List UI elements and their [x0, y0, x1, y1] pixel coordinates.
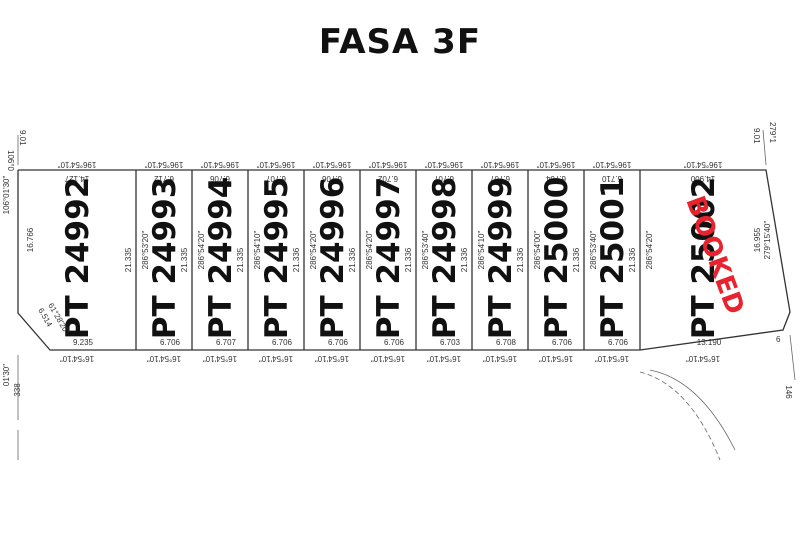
plot-bottom-distance: 6.703: [440, 338, 461, 347]
plot-bottom-distance: 6.706: [328, 338, 349, 347]
plot-top-bearing: 196°54'10": [57, 160, 96, 169]
plot-top-bearing: 196°54'10": [256, 160, 295, 169]
plot-bottom-bearing: 16°54'10": [427, 354, 461, 363]
plot-bottom-bearing: 16°54'10": [147, 354, 181, 363]
plot-bottom-distance: 6.707: [216, 338, 237, 347]
plot-bottom-bearing: 16°54'10": [686, 354, 720, 363]
plot-top-bearing: 196°54'10": [592, 160, 631, 169]
divider-bearing: 286°54'10": [477, 230, 486, 269]
plot-bottom-distance: 13.190: [697, 338, 722, 347]
plot-label: PT 24992: [60, 177, 96, 340]
plot-bottom-bearing: 16°54'10": [315, 354, 349, 363]
divider-length: 21.336: [404, 247, 413, 272]
plot-label: PT 24999: [483, 177, 519, 340]
top-right-label-b: 279°1: [768, 122, 777, 144]
plot-top-distance: 6.707: [265, 174, 286, 183]
divider-length: 21.336: [628, 247, 637, 272]
plot-bottom-bearing: 16°54'10": [60, 354, 94, 363]
plot-top-bearing: 196°54'10": [200, 160, 239, 169]
plot-top-bearing: 196°54'10": [144, 160, 183, 169]
plot-top-bearing: 196°54'10": [683, 160, 722, 169]
plot-label: PT 25000: [539, 177, 575, 340]
right-edge-length: 16.955: [753, 227, 762, 252]
plot-label: PT 24996: [315, 177, 351, 340]
top-left-label-a: 106°0: [6, 150, 15, 172]
divider-bearing: 286°54'20": [365, 230, 374, 269]
divider-bearing: 286°53'40": [589, 230, 598, 269]
plot-top-distance: 6.706: [321, 174, 342, 183]
plot-bottom-distance: 6.706: [160, 338, 181, 347]
plot-top-distance: 6.707: [433, 174, 454, 183]
top-right-label-a: 9.01: [752, 128, 761, 144]
bottom-right-label: 6: [776, 335, 781, 344]
plot-top-distance: 6.712: [153, 174, 174, 183]
plot-dividers: [135, 170, 641, 350]
divider-length: 21.335: [180, 247, 189, 272]
plot-bottom-distance: 6.706: [272, 338, 293, 347]
plot-bottom-bearing: 16°54'10": [595, 354, 629, 363]
plot-labels: PT 24992 PT 24993 PT 24994 PT 24995 PT 24996…: [60, 177, 722, 340]
divider-bearing: 286°54'20": [645, 230, 654, 269]
plot-top-distance: 14.127: [64, 174, 89, 183]
plot-bottom-distance: 6.706: [384, 338, 405, 347]
plot-top-distance: 14.900: [690, 174, 715, 183]
divider-length: 21.336: [460, 247, 469, 272]
divider-length: 21.335: [124, 247, 133, 272]
plot-label: PT 24993: [147, 177, 183, 340]
divider-bearing: 286°53'40": [421, 230, 430, 269]
plot-bottom-distance: 6.708: [496, 338, 517, 347]
plot-top-distance: 6.706: [209, 174, 230, 183]
measurement-labels: 21.335 21.335 21.335 21.336 21.336 21.336 21.3…: [57, 160, 722, 363]
plot-top-bearing: 196°54'10": [480, 160, 519, 169]
plot-label: PT 24994: [203, 177, 239, 340]
plot-label: PT 24997: [371, 177, 407, 340]
plot-top-bearing: 196°54'10": [424, 160, 463, 169]
plot-label: PT 25002: [686, 177, 722, 340]
bottom-left-label-b: 338: [13, 383, 22, 397]
plot-bottom-bearing: 16°54'10": [259, 354, 293, 363]
left-edge-length: 16.766: [26, 227, 35, 252]
plot-bottom-bearing: 16°54'10": [203, 354, 237, 363]
right-edge-bearing: 279°15'40": [763, 220, 772, 259]
left-edge-bearing: 106°01'30": [2, 175, 11, 214]
plot-top-bearing: 196°54'10": [536, 160, 575, 169]
divider-length: 21.336: [516, 247, 525, 272]
divider-length: 21.336: [572, 247, 581, 272]
divider-bearing: 286°54'20": [197, 230, 206, 269]
top-left-label-b: 9.01: [18, 130, 27, 146]
plot-top-bearing: 196°54'10": [312, 160, 351, 169]
plot-bottom-bearing: 16°54'10": [483, 354, 517, 363]
divider-length: 21.335: [236, 247, 245, 272]
plot-top-distance: 6.704: [545, 174, 566, 183]
plot-label: PT 24998: [427, 177, 463, 340]
plot-label: PT 25001: [595, 177, 631, 340]
lot-boundary: [17, 129, 796, 420]
plot-top-distance: 6.707: [489, 174, 510, 183]
plot-top-distance: 6.702: [377, 174, 398, 183]
plot-bottom-bearing: 16°54'10": [371, 354, 405, 363]
plot-top-bearing: 196°54'10": [368, 160, 407, 169]
road-lines: [17, 369, 736, 461]
plot-top-distance: 6.710: [601, 174, 622, 183]
bottom-right-label-b: 146: [784, 385, 793, 399]
divider-bearing: 286°53'20": [141, 230, 150, 269]
plot-bottom-distance: 6.706: [552, 338, 573, 347]
plot-bottom-distance: 9.235: [73, 338, 94, 347]
divider-bearing: 286°54'00": [533, 230, 542, 269]
plot-bottom-distance: 6.706: [608, 338, 629, 347]
divider-bearing: 286°54'10": [253, 230, 262, 269]
bottom-left-label-a: 01'30": [2, 364, 11, 386]
plot-label: PT 24995: [259, 177, 295, 340]
divider-length: 21.336: [348, 247, 357, 272]
plot-bottom-bearing: 16°54'10": [539, 354, 573, 363]
divider-length: 21.336: [292, 247, 301, 272]
divider-bearing: 286°54'20": [309, 230, 318, 269]
page-title: FASA 3F: [318, 22, 482, 62]
